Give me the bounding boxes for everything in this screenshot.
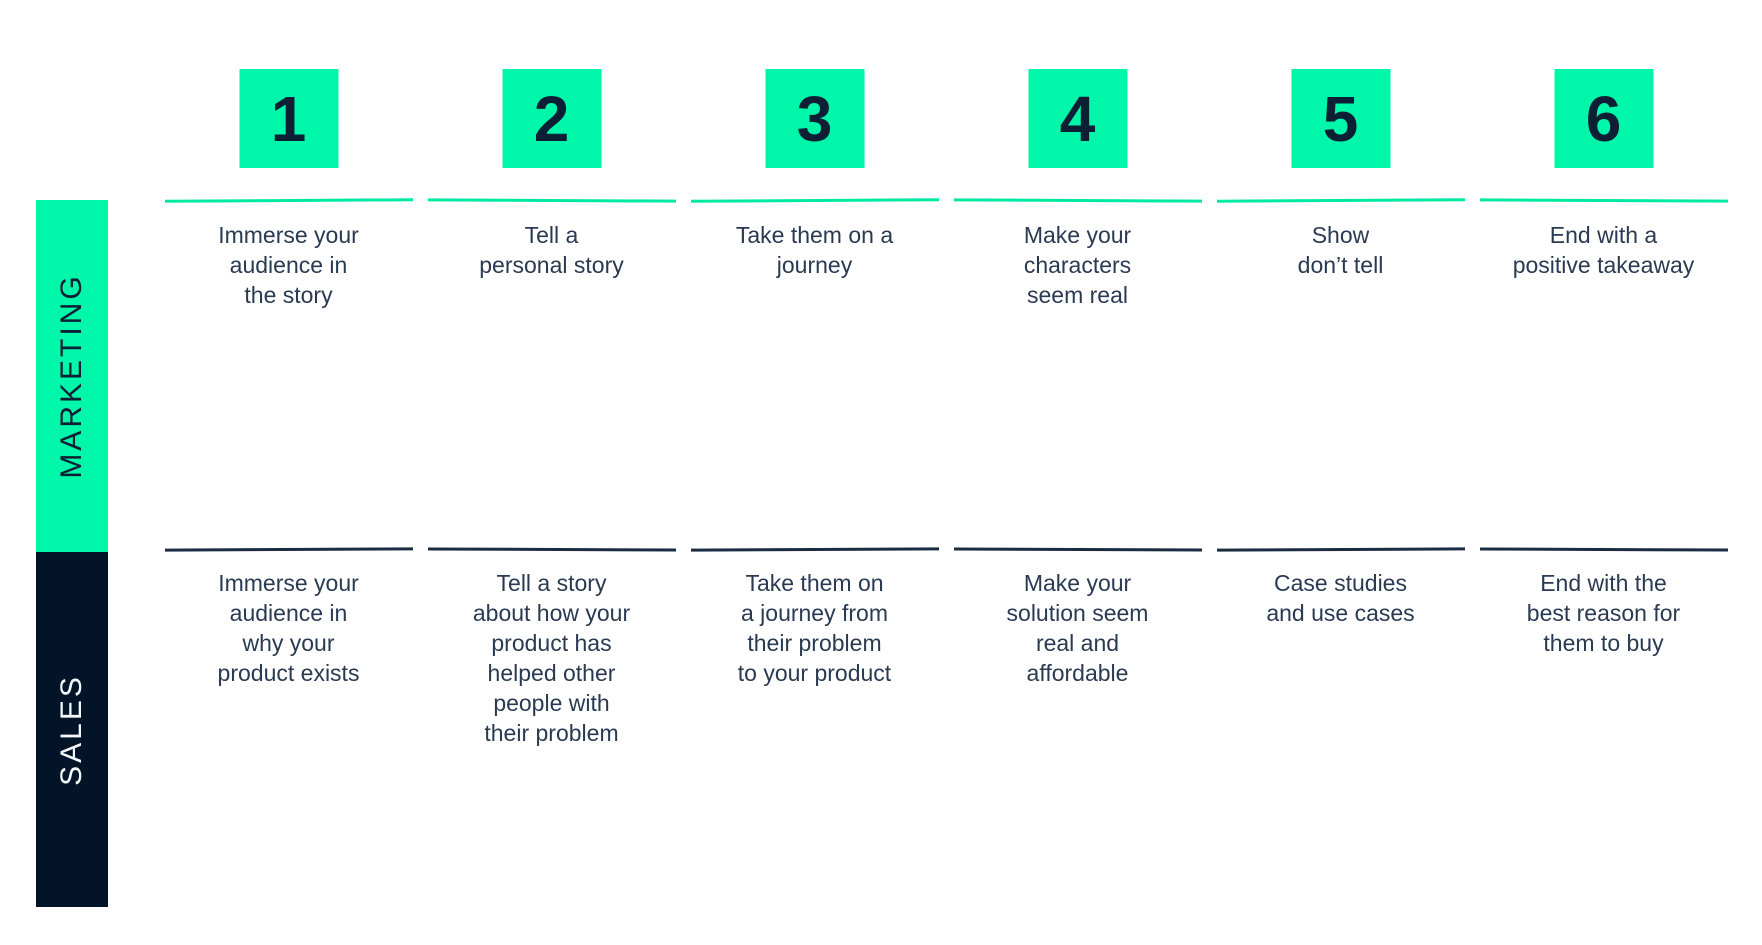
sales-step-text-6: End with the best reason for them to buy	[1526, 570, 1681, 656]
step-number-box-4: 4	[1028, 69, 1127, 168]
step-number-3: 3	[796, 82, 833, 155]
sales-step-text-2: Tell a story about how your product has …	[472, 570, 631, 746]
step-number-box-2: 2	[502, 69, 601, 168]
sales-step-text-5: Case studies and use cases	[1266, 570, 1415, 626]
column-step-6: 6 End with a positive takeaway End with …	[1472, 0, 1735, 945]
sales-row-band: SALES	[36, 552, 108, 907]
marketing-step-text-6: End with a positive takeaway	[1512, 222, 1695, 278]
step-number-1: 1	[270, 82, 307, 155]
sales-step-text-3: Take them on a journey from their proble…	[737, 570, 892, 686]
column-step-5: 5 Show don’t tell Case studies and use c…	[1209, 0, 1472, 945]
sales-divider-line-6	[1479, 547, 1728, 552]
step-number-6: 6	[1585, 82, 1622, 155]
sales-row-label: SALES	[55, 673, 88, 786]
marketing-divider-line-3	[690, 198, 939, 203]
marketing-row-label: MARKETING	[55, 273, 88, 479]
sales-divider-line-2	[427, 547, 676, 552]
column-step-4: 4 Make your characters seem real Make yo…	[946, 0, 1209, 945]
step-number-4: 4	[1059, 82, 1096, 155]
sales-divider-line-4	[953, 547, 1202, 552]
marketing-step-text-3: Take them on a journey	[735, 222, 894, 278]
marketing-row-band: MARKETING	[36, 200, 108, 552]
marketing-divider-line-2	[427, 198, 676, 203]
sales-divider-line-1	[164, 547, 413, 552]
marketing-step-text-1: Immerse your audience in the story	[218, 222, 359, 308]
marketing-divider-line-1	[164, 198, 413, 203]
marketing-divider-line-6	[1479, 198, 1728, 203]
sales-step-text-4: Make your solution seem real and afforda…	[1006, 570, 1149, 686]
marketing-step-text-4: Make your characters seem real	[1023, 222, 1132, 308]
sales-divider-line-5	[1216, 547, 1465, 552]
marketing-step-text-5: Show don’t tell	[1297, 222, 1384, 278]
step-number-box-1: 1	[239, 69, 338, 168]
step-number-box-5: 5	[1291, 69, 1390, 168]
step-number-box-3: 3	[765, 69, 864, 168]
sales-step-text-1: Immerse your audience in why your produc…	[217, 570, 360, 686]
marketing-divider-line-5	[1216, 198, 1465, 203]
marketing-step-text-2: Tell a personal story	[479, 222, 624, 278]
step-number-2: 2	[533, 82, 570, 155]
step-number-box-6: 6	[1554, 69, 1653, 168]
step-number-5: 5	[1322, 82, 1359, 155]
marketing-divider-line-4	[953, 198, 1202, 203]
sales-divider-line-3	[690, 547, 939, 552]
column-step-1: 1 Immerse your audience in the story Imm…	[157, 0, 420, 945]
column-step-2: 2 Tell a personal story Tell a story abo…	[420, 0, 683, 945]
column-step-3: 3 Take them on a journey Take them on a …	[683, 0, 946, 945]
